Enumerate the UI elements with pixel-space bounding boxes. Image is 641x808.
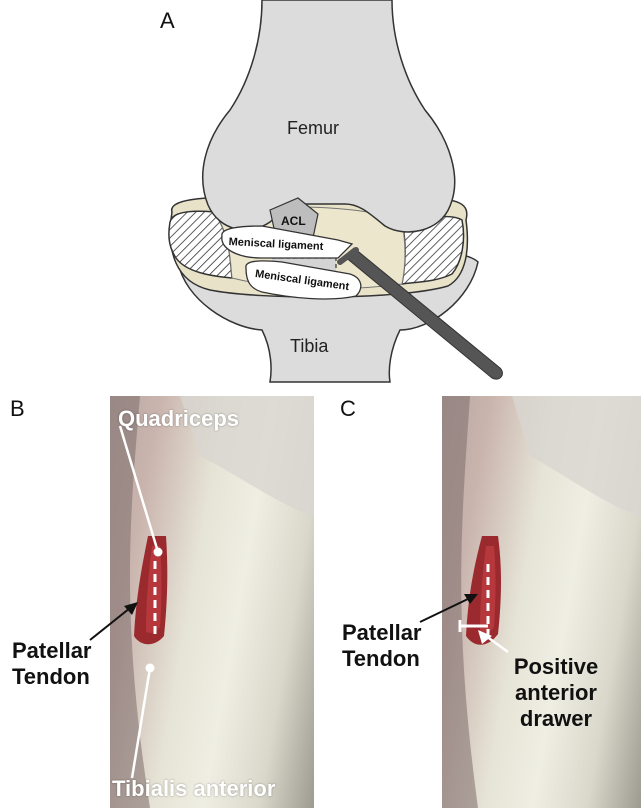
patellar-tendon-label-c-line2: Tendon [342, 646, 420, 672]
positive-drawer-line3: drawer [508, 706, 604, 732]
positive-drawer-line2: anterior [508, 680, 604, 706]
patellar-tendon-label-c-line1: Patellar [342, 620, 422, 646]
positive-drawer-line1: Positive [508, 654, 604, 680]
